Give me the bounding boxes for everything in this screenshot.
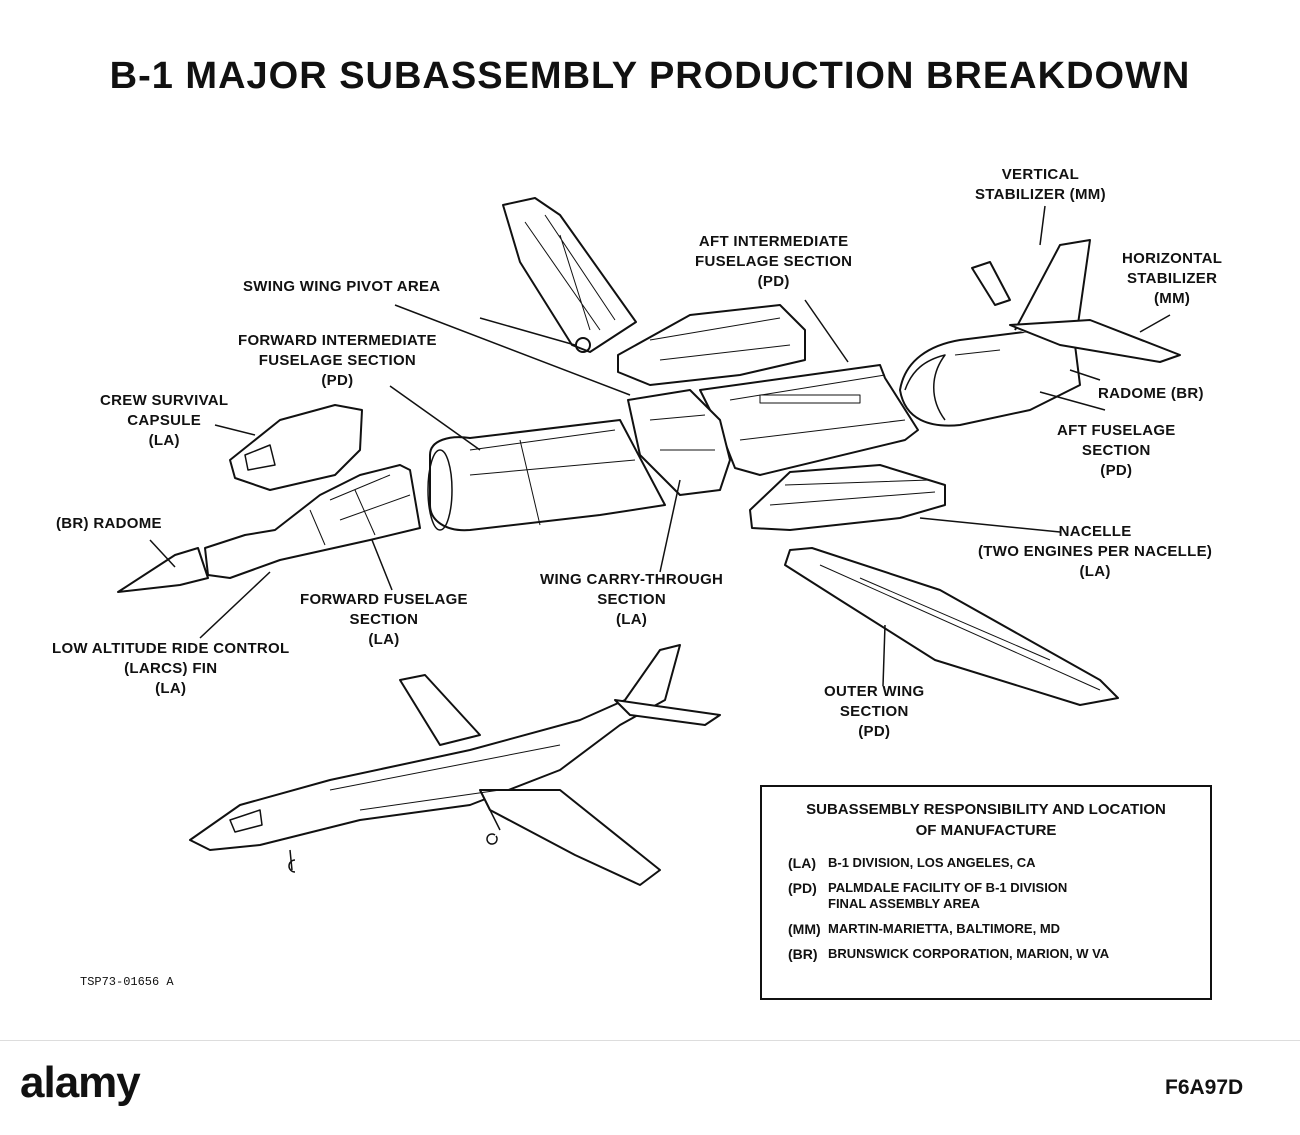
wing-carry-through-part xyxy=(627,389,731,496)
upper-outer-wing-part xyxy=(502,197,637,353)
legend-text-line: B-1 DIVISION, LOS ANGELES, CA xyxy=(828,855,1036,870)
legend-row-br: (BR) BRUNSWICK CORPORATION, MARION, W VA xyxy=(788,946,1210,962)
label-line: (LA) xyxy=(615,611,648,628)
legend-code: (PD) xyxy=(788,880,817,896)
label-aft-fuselage-section: AFT FUSELAGE SECTION (PD) xyxy=(1057,421,1176,481)
label-crew-survival-capsule: CREW SURVIVAL CAPSULE (LA) xyxy=(100,391,228,451)
legend-text: B-1 DIVISION, LOS ANGELES, CA xyxy=(828,855,1036,871)
legend-code: (MM) xyxy=(788,921,821,937)
label-line: (TWO ENGINES PER NACELLE) xyxy=(978,543,1213,560)
label-line: SWING WING PIVOT AREA xyxy=(243,278,441,295)
label-line: RADOME (BR) xyxy=(1098,385,1204,402)
manufacture-legend-box: SUBASSEMBLY RESPONSIBILITY AND LOCATION … xyxy=(760,785,1212,1000)
label-aft-intermediate-fuselage: AFT INTERMEDIATE FUSELAGE SECTION (PD) xyxy=(695,232,852,292)
label-line: OUTER WING xyxy=(824,683,925,700)
lower-nacelle-part xyxy=(749,464,946,531)
label-line: STABILIZER xyxy=(1127,270,1218,287)
label-line: (PD) xyxy=(321,372,354,389)
legend-code: (LA) xyxy=(788,855,816,871)
leader-lines xyxy=(149,205,1171,687)
label-line: (LA) xyxy=(148,432,180,449)
legend-code: (BR) xyxy=(788,946,818,962)
label-larcs-fin: LOW ALTITUDE RIDE CONTROL (LARCS) FIN (L… xyxy=(52,639,289,699)
legend-title-line: SUBASSEMBLY RESPONSIBILITY AND LOCATION xyxy=(806,801,1166,818)
label-forward-fuselage-section: FORWARD FUSELAGE SECTION (LA) xyxy=(300,590,468,650)
diagram-sheet: B-1 MAJOR SUBASSEMBLY PRODUCTION BREAKDO… xyxy=(52,55,1222,1000)
label-nacelle: NACELLE (TWO ENGINES PER NACELLE) (LA) xyxy=(978,522,1212,582)
legend-text: MARTIN-MARIETTA, BALTIMORE, MD xyxy=(828,921,1060,937)
label-line: WING CARRY-THROUGH xyxy=(540,571,724,588)
label-line: (LA) xyxy=(155,680,187,697)
label-line: NACELLE xyxy=(1058,523,1132,540)
label-line: CREW SURVIVAL xyxy=(100,392,229,409)
label-line: SECTION xyxy=(839,703,909,720)
label-outer-wing-section: OUTER WING SECTION (PD) xyxy=(824,682,925,742)
aft-intermediate-fuselage-part xyxy=(699,364,919,476)
label-wing-carry-through: WING CARRY-THROUGH SECTION (LA) xyxy=(540,570,723,630)
label-line: AFT FUSELAGE xyxy=(1057,422,1176,439)
label-line: (LA) xyxy=(1079,563,1111,580)
nose-radome-part xyxy=(117,547,209,593)
aft-fuselage-part xyxy=(899,239,1181,427)
label-line: SECTION xyxy=(1081,442,1151,459)
legend-text: BRUNSWICK CORPORATION, MARION, W VA xyxy=(828,946,1109,962)
label-horizontal-stabilizer: HORIZONTAL STABILIZER (MM) xyxy=(1122,249,1222,309)
drawing-code: TSP73-01656 A xyxy=(80,975,174,989)
label-line: AFT INTERMEDIATE xyxy=(698,233,849,250)
legend-row-la: (LA) B-1 DIVISION, LOS ANGELES, CA xyxy=(788,855,1210,871)
stock-footer-bar xyxy=(0,1040,1300,1135)
label-line: SECTION xyxy=(597,591,666,608)
label-nose-radome: (BR) RADOME xyxy=(56,514,162,534)
legend-text-line: FINAL ASSEMBLY AREA xyxy=(828,896,980,911)
diagram-title: B-1 MAJOR SUBASSEMBLY PRODUCTION BREAKDO… xyxy=(109,55,1191,97)
label-line: LOW ALTITUDE RIDE CONTROL xyxy=(52,640,290,657)
label-line: (PD) xyxy=(757,273,790,290)
label-line: STABILIZER (MM) xyxy=(975,186,1106,203)
legend-title: SUBASSEMBLY RESPONSIBILITY AND LOCATION … xyxy=(762,799,1210,841)
label-line: SECTION xyxy=(349,611,419,628)
legend-row-mm: (MM) MARTIN-MARIETTA, BALTIMORE, MD xyxy=(788,921,1210,937)
label-line: (LA) xyxy=(368,631,400,648)
crew-survival-capsule-part xyxy=(229,404,363,491)
label-line: FORWARD FUSELAGE xyxy=(300,591,468,608)
label-forward-intermediate-fuselage: FORWARD INTERMEDIATE FUSELAGE SECTION (P… xyxy=(238,331,437,391)
label-line: VERTICAL xyxy=(1001,166,1080,183)
legend-text: PALMDALE FACILITY OF B-1 DIVISION FINAL … xyxy=(828,880,1067,912)
forward-intermediate-fuselage-part xyxy=(427,419,666,532)
image-id: F6A97D xyxy=(1165,1076,1244,1099)
legend-row-pd: (PD) PALMDALE FACILITY OF B-1 DIVISION F… xyxy=(788,880,1210,912)
label-aft-radome: RADOME (BR) xyxy=(1098,384,1204,404)
label-line: (PD) xyxy=(1100,462,1133,479)
label-line: (BR) RADOME xyxy=(56,515,162,532)
assembled-aircraft xyxy=(189,644,721,886)
label-line: (LARCS) FIN xyxy=(124,660,218,677)
upper-nacelle-part xyxy=(617,304,806,386)
legend-text-line: PALMDALE FACILITY OF B-1 DIVISION xyxy=(828,880,1068,895)
legend-text-line: BRUNSWICK CORPORATION, MARION, W VA xyxy=(828,946,1110,961)
lower-outer-wing-part xyxy=(784,547,1119,706)
label-line: (PD) xyxy=(858,723,891,740)
legend-title-line: OF MANUFACTURE xyxy=(915,822,1057,839)
label-line: FORWARD INTERMEDIATE xyxy=(238,332,437,349)
label-line: CAPSULE xyxy=(127,412,202,429)
label-line: FUSELAGE SECTION xyxy=(695,253,853,270)
label-swing-wing-pivot-area: SWING WING PIVOT AREA xyxy=(243,277,440,297)
legend-text-line: MARTIN-MARIETTA, BALTIMORE, MD xyxy=(828,921,1061,936)
exploded-aircraft-drawing xyxy=(117,197,1181,886)
forward-fuselage-part xyxy=(204,464,421,579)
alamy-logo: alamy xyxy=(20,1058,141,1107)
label-line: HORIZONTAL xyxy=(1122,250,1223,267)
label-line: FUSELAGE SECTION xyxy=(258,352,417,369)
label-vertical-stabilizer: VERTICAL STABILIZER (MM) xyxy=(975,165,1106,205)
label-line: (MM) xyxy=(1154,290,1191,307)
